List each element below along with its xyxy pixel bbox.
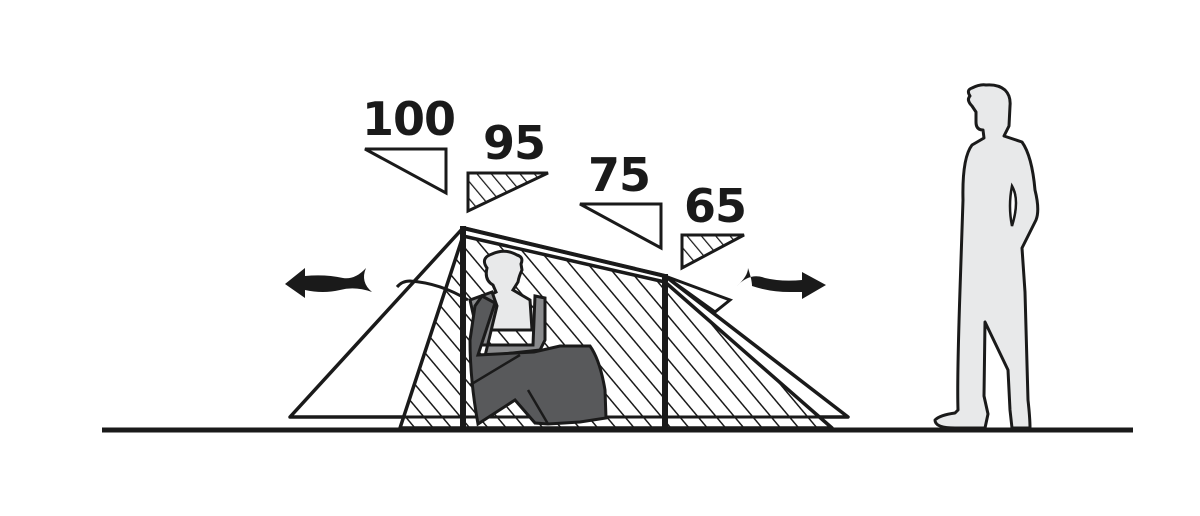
marker-100-outline-icon [364, 147, 448, 196]
marker-75-outline-icon [579, 202, 663, 251]
label-75: 75 [588, 148, 651, 202]
label-65: 65 [684, 179, 747, 233]
standing-person [933, 83, 1040, 430]
label-95: 95 [483, 116, 546, 170]
left-arrow-icon [285, 268, 372, 298]
marker-95-hatched-icon [466, 171, 549, 214]
label-100: 100 [362, 92, 456, 146]
seated-person [468, 249, 608, 427]
right-arrow-icon [737, 268, 826, 299]
tent-door-flap [395, 279, 469, 302]
marker-65-hatched-icon [680, 233, 745, 271]
